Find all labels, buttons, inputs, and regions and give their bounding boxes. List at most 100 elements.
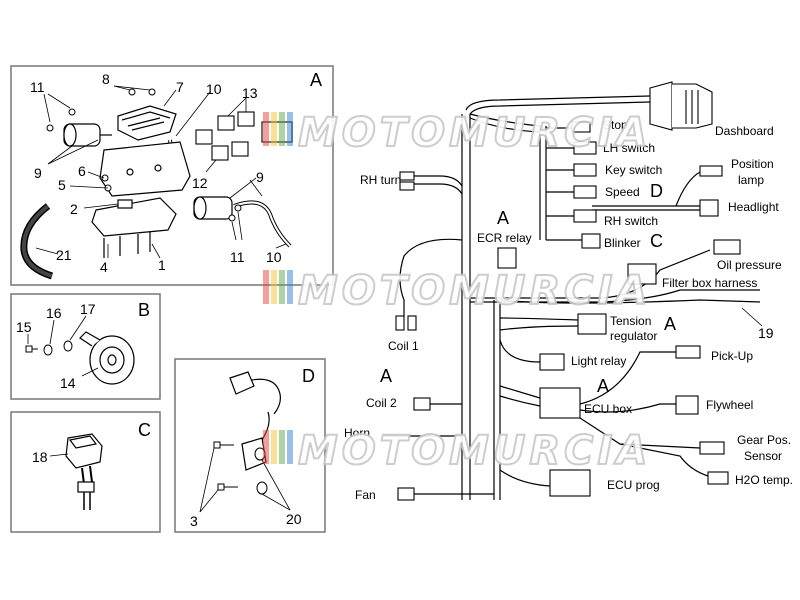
pick-up-connector: [675, 345, 701, 359]
label-blinker: Blinker: [604, 236, 641, 250]
callout-13: 13: [242, 85, 258, 101]
position-lamp-connector: [699, 165, 723, 177]
lh-switch-connector: [573, 141, 597, 155]
tension-regulator-connector: [577, 313, 607, 335]
ht-lead-bottom: [233, 200, 292, 248]
ecr-relay-connector: [497, 247, 517, 269]
callout-20: 20: [286, 511, 302, 527]
panel-c-frame: [10, 411, 161, 533]
callout-10-bottom: 10: [266, 249, 282, 265]
label-lh-switch: LH switch: [603, 141, 655, 155]
label-pick-up: Pick-Up: [711, 349, 753, 363]
letter-a-tension: A: [664, 314, 676, 334]
label-h2o-temp: H2O temp.: [735, 473, 793, 487]
callout-7: 7: [176, 79, 184, 95]
label-headlight: Headlight: [728, 200, 779, 214]
oil-pressure-connector: [713, 239, 741, 255]
label-gear-pos-2: Sensor: [744, 449, 782, 463]
speed-connector: [573, 185, 597, 199]
label-filter-box-harness: Filter box harness: [662, 276, 757, 290]
panel-a-frame: [10, 65, 334, 286]
ignition-coil-right: [193, 196, 233, 220]
coil-1-connector-b: [407, 315, 417, 331]
callout-16: 16: [46, 305, 62, 321]
main-harness: [384, 95, 761, 500]
letter-a-ecu: A: [597, 376, 609, 396]
label-oil-pressure: Oil pressure: [717, 258, 782, 272]
callout-14: 14: [60, 375, 76, 391]
callout-2: 2: [70, 201, 78, 217]
panel-c-letter: C: [138, 420, 151, 440]
svg-text:MOTOMURCIA: MOTOMURCIA: [298, 268, 651, 314]
headlight-connector: [699, 199, 719, 217]
stop-connector: [571, 121, 591, 133]
flywheel-connector: [675, 395, 699, 415]
ecu-module: [117, 105, 177, 141]
panel-a-letter: A: [310, 70, 322, 90]
panel-b: B 15 16 17 14: [10, 293, 161, 400]
label-key-switch: Key switch: [605, 163, 662, 177]
blinker-connector: [581, 233, 601, 249]
h2o-temp-connector: [707, 471, 729, 485]
panel-d-letter: D: [302, 366, 315, 386]
label-flywheel: Flywheel: [706, 398, 753, 412]
callout-6: 6: [78, 163, 86, 179]
label-tension-2: regulator: [610, 329, 657, 343]
label-tension-1: Tension: [610, 314, 651, 328]
ecu-box-connector: [539, 387, 581, 419]
ignition-coil-left: [63, 123, 112, 147]
letter-d-speed: D: [650, 181, 663, 201]
dashboard-connector: [649, 81, 713, 131]
callout-1: 1: [158, 257, 166, 273]
callout-17: 17: [80, 301, 96, 317]
bracket: [99, 141, 191, 197]
screw: [25, 345, 33, 353]
label-19: 19: [758, 325, 774, 341]
callout-4: 4: [100, 259, 108, 275]
callout-10: 10: [206, 81, 222, 97]
base-plate: [91, 197, 177, 258]
horn-icon: [79, 331, 135, 385]
svg-text:MOTOMURCIA: MOTOMURCIA: [298, 428, 651, 474]
letter-a-ecr: A: [497, 208, 509, 228]
connectors: [395, 81, 741, 501]
rh-turn-connector-b: [399, 181, 415, 191]
label-ecu-box: ECU box: [584, 402, 632, 416]
label-coil-2: Coil 2: [366, 396, 397, 410]
watermark-logo-3: MOTOMURCIA: [263, 427, 651, 475]
panel-a: A: [10, 65, 334, 286]
letter-a-coil: A: [380, 366, 392, 386]
label-position-lamp-2: lamp: [738, 173, 764, 187]
letter-c-blinker: C: [650, 231, 663, 251]
callout-8: 8: [102, 71, 110, 87]
label-coil-1: Coil 1: [388, 339, 419, 353]
relay-cluster: [195, 111, 293, 161]
rh-switch-connector: [573, 209, 597, 223]
label-speed: Speed: [605, 185, 640, 199]
washer: [43, 344, 53, 356]
ecu-prog-connector: [549, 469, 591, 497]
callout-9: 9: [34, 165, 42, 181]
callout-5: 5: [58, 177, 66, 193]
label-ecr-relay: ECR relay: [477, 231, 532, 245]
callout-9-right: 9: [256, 169, 264, 185]
panel-b-letter: B: [138, 300, 150, 320]
label-ecu-prog: ECU prog: [607, 478, 660, 492]
callout-11-bottom: 11: [230, 249, 245, 265]
panel-d-frame: [174, 358, 326, 533]
gear-pos-connector: [699, 441, 725, 455]
callout-15: 15: [16, 319, 32, 335]
coil-1-connector-a: [395, 315, 405, 331]
panel-c: C 18: [10, 411, 161, 533]
key-switch-connector: [573, 163, 597, 177]
label-stop: Stop: [603, 118, 628, 132]
label-light-relay: Light relay: [571, 354, 626, 368]
label-position-lamp-1: Position: [731, 157, 774, 171]
label-rh-turn: RH turn: [360, 173, 401, 187]
callout-21: 21: [56, 247, 72, 263]
label-gear-pos-1: Gear Pos.: [737, 433, 791, 447]
label-dashboard: Dashboard: [715, 124, 774, 138]
light-relay-connector: [539, 353, 565, 371]
relay-icon: [65, 433, 103, 510]
